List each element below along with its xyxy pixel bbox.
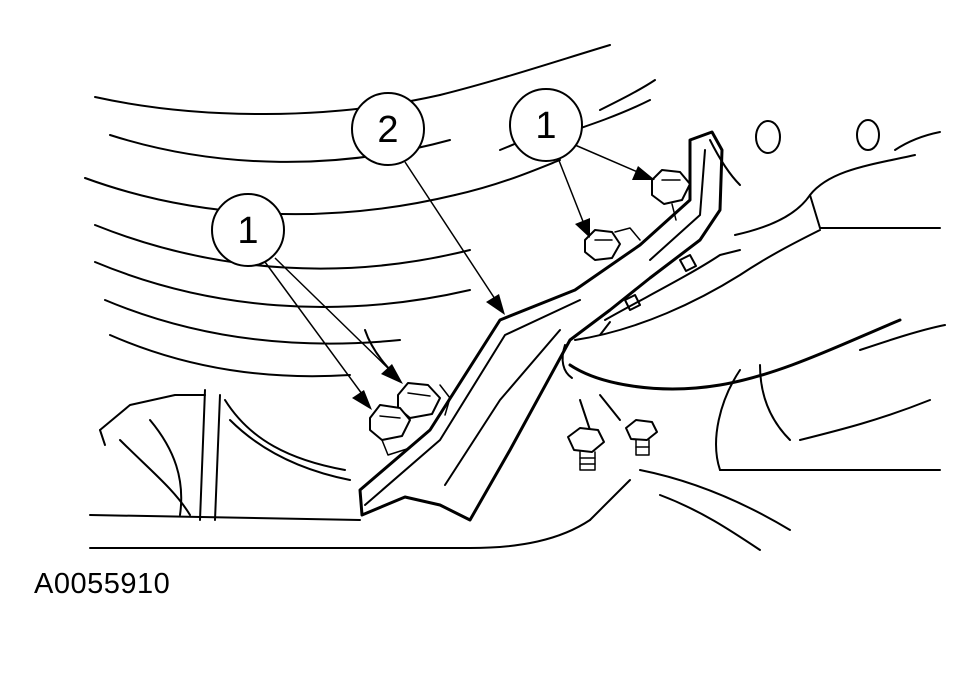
coil-spring	[84, 44, 656, 378]
callout-number: 2	[377, 109, 398, 151]
callout-number: 1	[535, 105, 556, 147]
callout-2: 2	[351, 92, 425, 166]
frame-crossmember	[561, 119, 946, 551]
callout-1-left: 1	[211, 193, 285, 267]
lower-bolt-b	[369, 404, 411, 456]
upper-bolt-b	[584, 227, 641, 261]
callout-number: 1	[237, 210, 258, 252]
leader-lines	[264, 144, 655, 410]
mount-cradle	[579, 249, 741, 431]
figure-id-label: A0055910	[34, 568, 171, 600]
callout-1-right: 1	[509, 88, 583, 162]
lower-nut-right	[625, 419, 658, 456]
lower-body-structure	[89, 329, 631, 549]
lower-nut-left	[567, 427, 605, 471]
bracket-part-2	[358, 130, 724, 522]
upper-bolt-a	[651, 169, 691, 221]
